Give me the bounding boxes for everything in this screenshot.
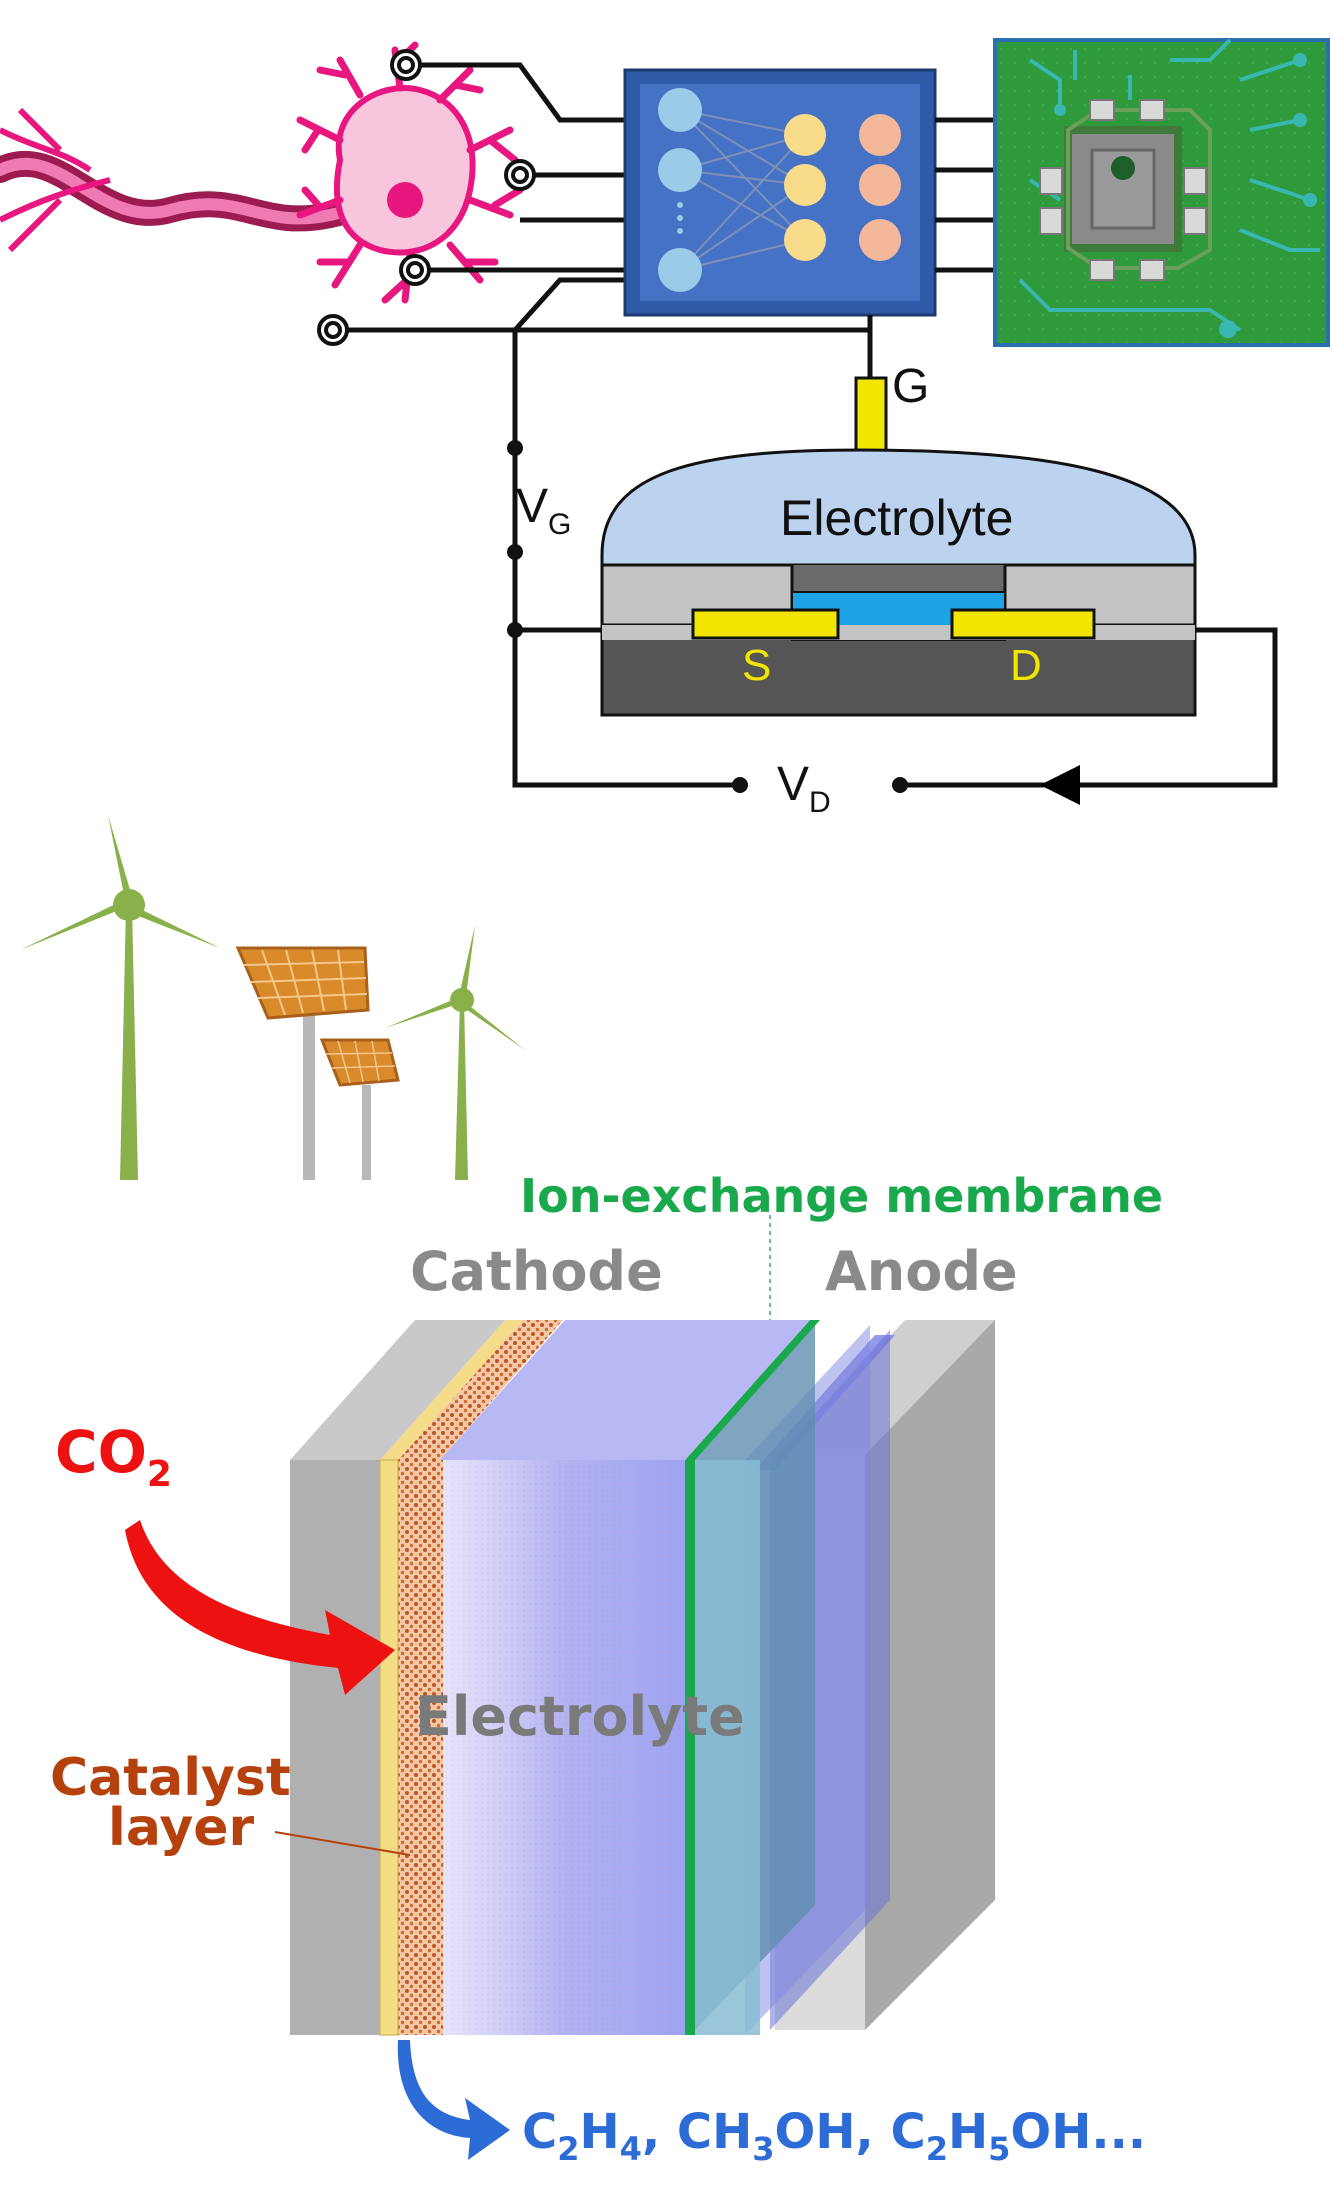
anode-label: Anode — [825, 1240, 1018, 1303]
products-subscript: 5 — [988, 2130, 1010, 2168]
pcb-pads — [1054, 53, 1317, 338]
connector-rings — [317, 49, 536, 346]
catalyst-layer — [398, 1460, 443, 2035]
wind-turbine-large — [20, 815, 220, 1180]
solar-panel-large — [235, 946, 370, 1180]
products-segment: H — [580, 2104, 620, 2160]
transistor-electrolyte-label: Electrolyte — [780, 490, 1013, 546]
chip-pcb-wires — [935, 117, 995, 273]
cathode-label: Cathode — [410, 1240, 663, 1303]
wind-turbine-small — [385, 925, 525, 1180]
catalyst-label-line1: Catalyst — [50, 1748, 291, 1808]
nn-connections — [679, 109, 806, 271]
products-segment: C — [522, 2104, 557, 2160]
drain-label: D — [1010, 641, 1042, 690]
neuron-nucleus — [387, 182, 423, 218]
circuit-board — [993, 38, 1330, 347]
cell-electrolyte-label: Electrolyte — [415, 1685, 745, 1748]
nn-hidden-nodes — [784, 114, 826, 261]
co2-label: CO2 — [55, 1418, 172, 1495]
products-subscript: 3 — [752, 2130, 774, 2168]
products-segment: H — [948, 2104, 988, 2160]
products-label: C2H4, CH3OH, C2H5OH... — [522, 2104, 1146, 2168]
nn-output-nodes — [859, 114, 901, 261]
gas-diffusion-layer — [379, 1459, 399, 2036]
electrolyzer-cell — [290, 1215, 995, 2036]
wire-nodes — [507, 440, 908, 793]
products-segment: OH, C — [775, 2104, 926, 2160]
cathode-plate — [290, 1460, 380, 2035]
membrane — [685, 1320, 820, 1460]
ic-pins — [1039, 99, 1207, 281]
source-electrode — [691, 608, 840, 640]
source-label: S — [742, 641, 771, 690]
vd-label: VD — [777, 758, 831, 819]
products-arrow — [397, 2040, 510, 2160]
products-segment: , CH — [642, 2104, 752, 2160]
neuron-group — [0, 41, 524, 304]
catalyst-leader-line — [274, 1831, 411, 1856]
products-subscript: 2 — [557, 2130, 579, 2168]
neuron-dendrite-left — [0, 107, 111, 253]
nn-ellipsis — [677, 202, 683, 234]
neural-network-chip — [623, 68, 937, 317]
co2-arrow — [125, 1520, 395, 1695]
products-subscript: 2 — [926, 2130, 948, 2168]
vg-label: VG — [516, 480, 571, 541]
gate-label: G — [892, 360, 929, 413]
neuron-chip-wires — [333, 62, 625, 333]
pcb-traces — [1018, 38, 1320, 332]
drain-electrode — [950, 608, 1096, 640]
products-segment: OH... — [1010, 2104, 1146, 2160]
electrolyte-dome — [600, 448, 1197, 567]
products-subscript: 4 — [620, 2130, 642, 2168]
nn-input-nodes — [658, 88, 702, 292]
catalyst-label-line2: layer — [108, 1798, 254, 1858]
neuron-soma — [333, 85, 476, 256]
solar-panel-small — [319, 1038, 400, 1180]
transistor-device — [600, 563, 1197, 717]
membrane-label: Ion-exchange membrane — [520, 1169, 1163, 1223]
